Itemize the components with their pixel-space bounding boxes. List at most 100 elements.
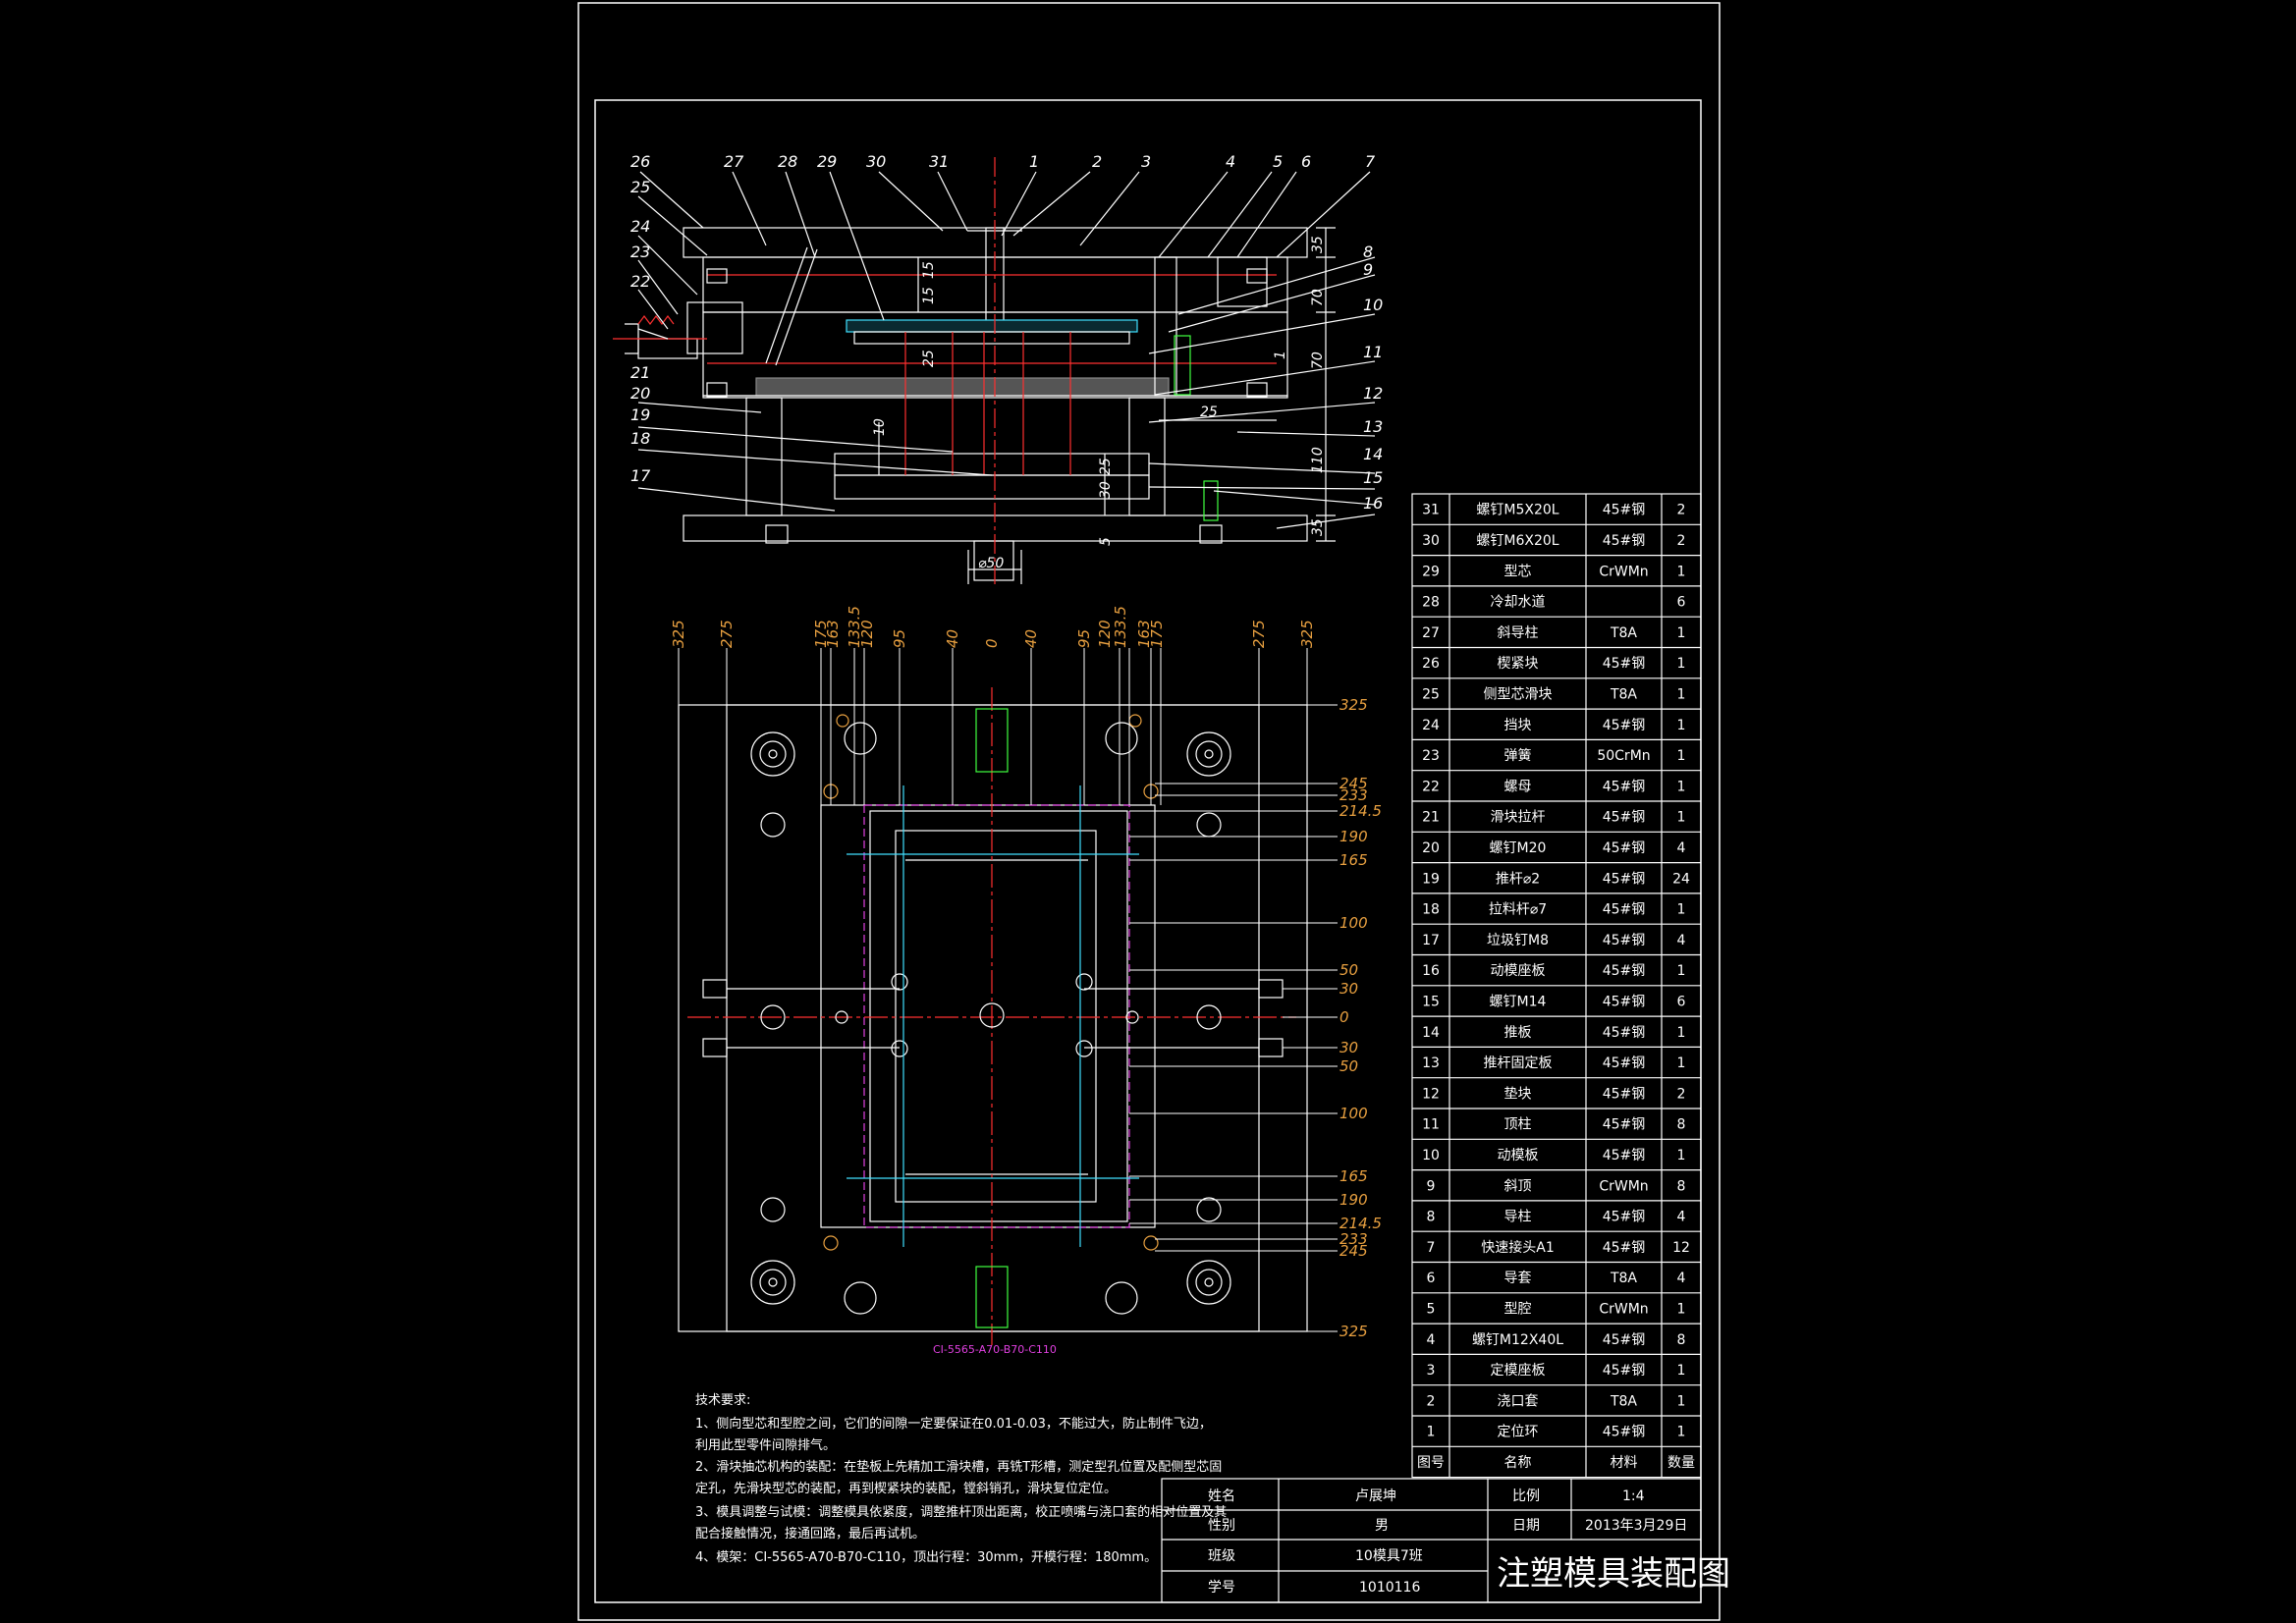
bom-cell: 6 [1677,595,1686,611]
leader-29: 29 [817,152,837,171]
bom-cell: 5 [1427,1301,1436,1317]
bom-cell: 1 [1677,902,1686,918]
bom-cell: 45#钢 [1603,963,1646,979]
bom-cell: 31 [1422,503,1440,518]
id-value: 1010116 [1359,1580,1420,1596]
bom-cell: 1 [1677,963,1686,979]
bom-header-row: 图号名称材料数量 [1417,1455,1695,1471]
bom-cell: T8A [1610,1393,1637,1409]
bom-cell: 1 [1677,810,1686,826]
right-dim-4: 190 [1339,828,1368,845]
id-label: 学号 [1208,1580,1235,1596]
plan-right-dimensions: 325 245 233 214.5 190 165 100 50 30 0 30… [1339,696,1382,1340]
bom-cell: 1 [1677,718,1686,733]
bom-cell: 8 [1427,1210,1436,1225]
leader-19: 19 [630,406,650,424]
bom-cell: 45#钢 [1603,933,1646,948]
section-leader-labels: 26 27 28 29 30 31 1 2 3 4 5 6 7 25 24 23… [630,152,1383,513]
leader-1: 1 [1029,152,1039,171]
bom-cell: CrWMn [1599,1301,1648,1317]
top-dim-6: 95 [891,629,908,648]
bom-cell: 侧型芯滑块 [1484,685,1553,702]
bom-cell: 4 [1677,840,1686,856]
bom-cell: 顶柱 [1504,1117,1532,1133]
bom-cell: 45#钢 [1603,1025,1646,1041]
bom-header-cell: 名称 [1504,1455,1532,1471]
bom-cell: 6 [1427,1271,1436,1286]
bom-cell: 螺钉M14 [1490,994,1547,1009]
bom-cell: 45#钢 [1603,1332,1646,1348]
bom-cell: 8 [1677,1117,1686,1133]
bom-cell: 1 [1677,1425,1686,1440]
leader-20: 20 [630,384,650,403]
bom-cell: 快速接头A1 [1481,1239,1554,1256]
section-view [613,157,1376,584]
leader-24: 24 [630,217,650,236]
bom-cell: 45#钢 [1603,840,1646,856]
bom-cell: 4 [1677,1271,1686,1286]
bom-cell: 50CrMn [1597,748,1650,764]
bom-cell: 1 [1677,1148,1686,1163]
right-dim-2: 233 [1339,786,1368,804]
leader-5: 5 [1273,152,1283,171]
bom-cell: 挡块 [1504,718,1532,733]
bom-cell: 7 [1427,1240,1436,1256]
bom-cell: 25 [1422,686,1440,702]
leader-8: 8 [1363,243,1373,261]
bom-cell: T8A [1610,686,1637,702]
bom-cell: 滑块拉杆 [1491,809,1546,826]
leader-13: 13 [1363,417,1383,436]
bom-cell: 28 [1422,595,1440,611]
bom-cell: 浇口套 [1498,1393,1539,1409]
bom-cell: 45#钢 [1603,902,1646,918]
bom-cell: 型腔 [1504,1301,1532,1317]
date-label: 日期 [1512,1518,1540,1534]
mold-base-code: CI-5565-A70-B70-C110 [933,1343,1057,1356]
bom-cell: 斜顶 [1504,1178,1532,1194]
bom-cell: 45#钢 [1603,718,1646,733]
gender-value: 男 [1375,1518,1389,1534]
bom-cell: 螺钉M20 [1490,840,1547,856]
leader-25: 25 [630,178,650,196]
leader-16: 16 [1363,494,1383,513]
bom-cell: 20 [1422,840,1440,856]
leader-21: 21 [630,363,650,382]
class-label: 班级 [1208,1548,1235,1564]
bom-cell: 4 [1427,1332,1436,1348]
bom-cell: 10 [1422,1148,1440,1163]
top-dim-2: 175 [812,620,830,648]
plan-top-dimension-lines [678,648,1308,805]
bom-cell: 23 [1422,748,1440,764]
top-dim-15: 275 [1250,620,1268,648]
right-dim-16: 233 [1339,1230,1368,1248]
bom-cell: 4 [1677,1210,1686,1225]
bom-cell: 17 [1422,933,1440,948]
leader-10: 10 [1363,296,1383,314]
plan-top-dimensions: 325 275 175 163 133.5 120 95 40 0 40 95 … [670,606,1316,648]
top-dim-1: 275 [718,620,736,648]
bom-cell: 45#钢 [1603,1363,1646,1379]
bom-cell: 1 [1677,1055,1686,1071]
top-dim-5: 120 [858,620,876,648]
right-dim-10: 30 [1339,1039,1358,1056]
leader-7: 7 [1365,152,1376,171]
leader-30: 30 [866,152,886,171]
top-dim-9: 40 [1022,629,1040,648]
requirement-line-1: 1、侧向型芯和型腔之间，它们的间隙一定要保证在0.01-0.03，不能过大，防止… [695,1416,1212,1432]
leader-2: 2 [1092,152,1102,171]
scale-value: 1:4 [1622,1488,1645,1504]
bom-cell: 螺母 [1504,779,1532,794]
leader-22: 22 [630,272,650,291]
